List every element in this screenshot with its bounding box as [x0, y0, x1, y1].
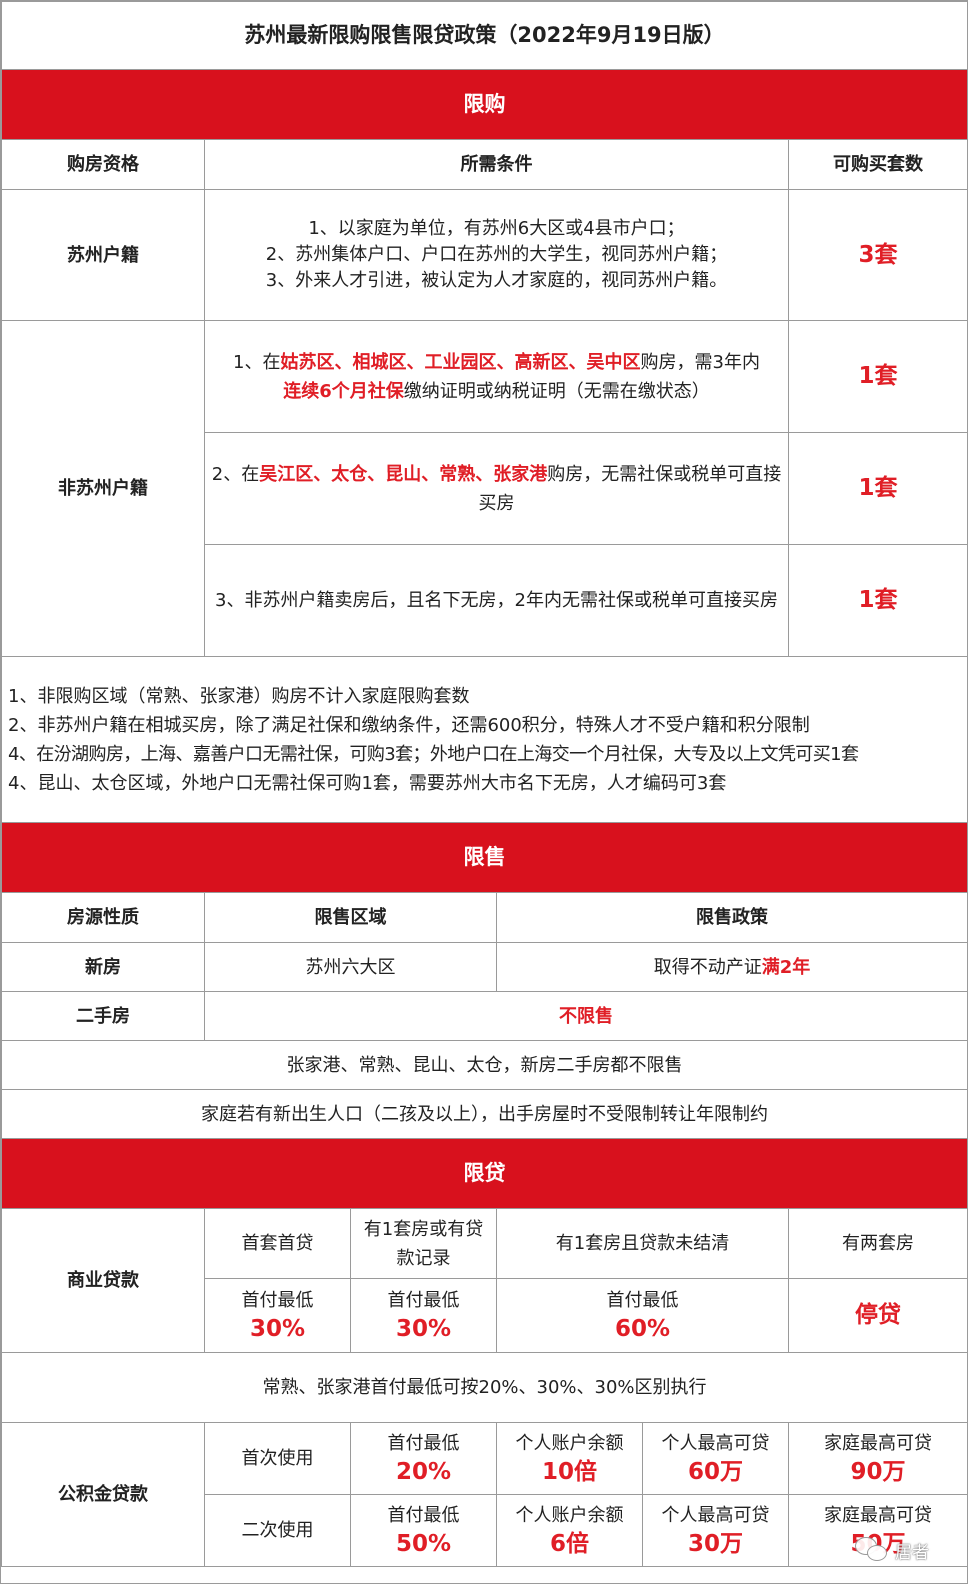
condition-text: 缴纳证明或纳税证明（无需在缴状态） [403, 380, 710, 402]
sale-header-type: 房源性质 [1, 892, 205, 943]
fund-value: 30万 [687, 1530, 743, 1557]
sale-header-area: 限售区域 [204, 892, 497, 943]
fund-value: 6倍 [549, 1530, 589, 1557]
policy-text: 取得不动产证 [653, 956, 762, 978]
suzhou-condition: 2、苏州集体户口、户口在苏州的大学生，视同苏州户籍； [265, 244, 728, 265]
non-suzhou-condition-3: 3、非苏州户籍卖房后，且名下无房，2年内无需社保或税单可直接买房 [204, 544, 789, 657]
fund-cell: 个人账户余额 6倍 [496, 1494, 643, 1567]
sale-band: 限售 [0, 822, 968, 893]
restricted-areas: 姑苏区、相城区、工业园区、高新区、吴中区 [280, 351, 641, 373]
fund-col-label: 个人最高可贷 [661, 1432, 770, 1454]
page-title: 苏州最新限购限售限贷政策（2022年9月19日版） [0, 1, 968, 70]
fund-col-label: 个人账户余额 [515, 1504, 624, 1526]
fund-usage: 二次使用 [204, 1494, 351, 1567]
fund-col-label: 家庭最高可贷 [824, 1504, 933, 1526]
sale-header-policy: 限售政策 [495, 892, 968, 943]
non-suzhou-hukou-label: 非苏州户籍 [1, 320, 205, 657]
non-suzhou-count-2: 1套 [787, 432, 968, 545]
fund-col-label: 首付最低 [387, 1432, 460, 1454]
note-item: 4、昆山、太仓区域，外地户口无需社保可购1套，需要苏州大市名下无房，人才编码可3… [8, 772, 727, 794]
fund-cell: 个人最高可贷 30万 [642, 1494, 789, 1567]
down-payment-value: 30% [395, 1315, 452, 1342]
fund-cell: 个人账户余额 10倍 [496, 1422, 643, 1495]
fund-col-label: 个人最高可贷 [661, 1504, 770, 1526]
down-payment-label: 首付最低 [387, 1289, 460, 1311]
commercial-loan-label: 商业贷款 [1, 1208, 205, 1353]
commercial-case: 有1套房或有贷款记录 [350, 1208, 497, 1279]
social-security-requirement: 连续6个月社保 [283, 380, 404, 402]
new-house-area: 苏州六大区 [204, 942, 497, 992]
fund-value: 90万 [850, 1458, 906, 1485]
fund-value: 60万 [687, 1458, 743, 1485]
down-payment-label: 首付最低 [606, 1289, 679, 1311]
second-hand-label: 二手房 [1, 991, 205, 1041]
watermark: 居者 [855, 1537, 929, 1563]
fund-cell: 个人最高可贷 60万 [642, 1422, 789, 1495]
fund-value: 10倍 [541, 1458, 597, 1485]
fund-value: 20% [395, 1458, 452, 1485]
purchase-header-count: 可购买套数 [787, 139, 968, 190]
new-house-label: 新房 [1, 942, 205, 992]
down-payment-label: 首付最低 [241, 1289, 314, 1311]
down-payment-value: 60% [614, 1315, 671, 1342]
purchase-header-conditions: 所需条件 [204, 139, 789, 190]
fund-value: 50% [395, 1530, 452, 1557]
new-house-policy: 取得不动产证满2年 [495, 942, 968, 992]
condition-text: 2、在 [211, 463, 260, 485]
commercial-case: 有1套房且贷款未结清 [496, 1208, 789, 1279]
condition-text: 1、在 [233, 351, 281, 373]
suzhou-hukou-label: 苏州户籍 [1, 189, 205, 321]
policy-years: 满2年 [761, 956, 811, 978]
suzhou-condition: 1、以家庭为单位，有苏州6大区或4县市户口； [308, 218, 685, 239]
suzhou-hukou-count: 3套 [787, 189, 968, 321]
purchase-band: 限购 [0, 69, 968, 140]
second-hand-policy: 不限售 [203, 991, 968, 1041]
loan-stopped: 停贷 [787, 1278, 968, 1353]
non-suzhou-condition-2: 2、在吴江区、太仓、昆山、常熟、张家港购房，无需社保或税单可直接买房 [204, 432, 789, 545]
fund-usage: 首次使用 [204, 1422, 351, 1495]
unrestricted-areas: 吴江区、太仓、昆山、常熟、张家港 [259, 463, 548, 485]
fund-cell: 首付最低 20% [350, 1422, 497, 1495]
condition-text: 购房，需3年内 [640, 351, 760, 373]
non-suzhou-count-3: 1套 [787, 544, 968, 657]
purchase-header-qualification: 购房资格 [1, 139, 205, 190]
suzhou-condition: 3、外来人才引进，被认定为人才家庭的，视同苏州户籍。 [265, 270, 728, 291]
note-item: 2、非苏州户籍在相城买房，除了满足社保和缴纳条件，还需600积分，特殊人才不受户… [8, 714, 810, 736]
suzhou-hukou-conditions: 1、以家庭为单位，有苏州6大区或4县市户口； 2、苏州集体户口、户口在苏州的大学… [204, 189, 789, 321]
watermark-text: 居者 [895, 1542, 929, 1563]
note-item: 1、非限购区域（常熟、张家港）购房不计入家庭限购套数 [8, 685, 470, 707]
fund-cell: 首付最低 50% [350, 1494, 497, 1567]
non-suzhou-count-1: 1套 [787, 320, 968, 433]
fund-cell: 家庭最高可贷 90万 [787, 1422, 968, 1495]
commercial-loan-note: 常熟、张家港首付最低可按20%、30%、30%区别执行 [0, 1352, 968, 1423]
commercial-down-payment: 首付最低 60% [496, 1278, 789, 1353]
fund-col-label: 首付最低 [387, 1504, 460, 1526]
note-item: 4、在汾湖购房，上海、嘉善户口无需社保，可购3套；外地户口在上海交一个月社保，大… [8, 743, 859, 765]
non-suzhou-condition-1: 1、在姑苏区、相城区、工业园区、高新区、吴中区购房，需3年内 连续6个月社保缴纳… [204, 320, 789, 433]
commercial-down-payment: 首付最低 30% [350, 1278, 497, 1353]
down-payment-value: 30% [249, 1315, 306, 1342]
fund-col-label: 个人账户余额 [515, 1432, 624, 1454]
loan-band: 限贷 [0, 1138, 968, 1209]
sale-note: 张家港、常熟、昆山、太仓，新房二手房都不限售 [0, 1040, 968, 1090]
condition-text: 购房，无需社保或税单可直接买房 [478, 463, 782, 514]
housing-fund-loan-label: 公积金贷款 [1, 1422, 205, 1567]
purchase-notes: 1、非限购区域（常熟、张家港）购房不计入家庭限购套数 2、非苏州户籍在相城买房，… [0, 656, 968, 823]
commercial-case: 有两套房 [787, 1208, 968, 1279]
fund-col-label: 家庭最高可贷 [824, 1432, 933, 1454]
wechat-icon [855, 1537, 889, 1563]
commercial-down-payment: 首付最低 30% [204, 1278, 351, 1353]
commercial-case: 首套首贷 [204, 1208, 351, 1279]
sale-note: 家庭若有新出生人口（二孩及以上），出手房屋时不受限制转让年限制约 [0, 1089, 968, 1139]
